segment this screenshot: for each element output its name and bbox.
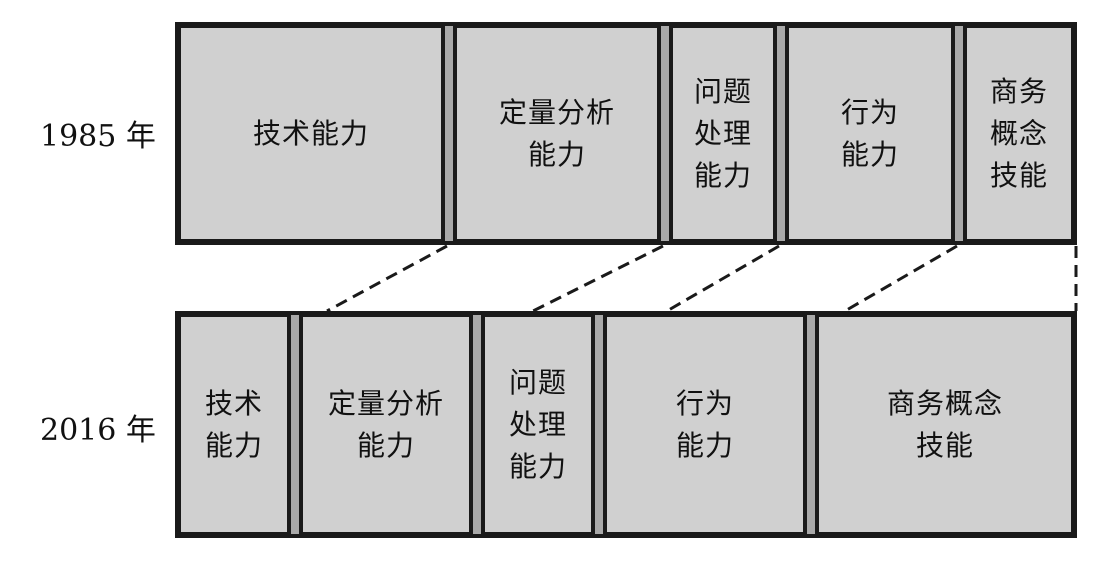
block-2016-problem-solving-label: 问题 处理 能力 — [508, 365, 567, 483]
connector-technical — [326, 244, 448, 313]
row-label-2016: 2016 年 — [40, 413, 156, 448]
block-2016-technical-label: 技术 能力 — [204, 386, 263, 462]
divider-2016-2 — [471, 315, 483, 534]
block-1985-quantitative: 定量分析 能力 — [455, 26, 659, 241]
row-label-1985: 1985 年 — [40, 119, 156, 154]
block-2016-quantitative: 定量分析 能力 — [301, 315, 471, 534]
bar-2016: 技术 能力 定量分析 能力 问题 处理 能力 行为 能力 商务概念 技能 — [175, 311, 1077, 538]
block-1985-quantitative-label: 定量分析 能力 — [498, 95, 615, 171]
block-2016-quantitative-label: 定量分析 能力 — [327, 386, 444, 462]
block-2016-technical: 技术 能力 — [179, 315, 289, 534]
divider-1985-1 — [443, 26, 455, 241]
block-1985-behavioral: 行为 能力 — [787, 26, 953, 241]
block-2016-behavioral: 行为 能力 — [605, 315, 805, 534]
block-2016-problem-solving: 问题 处理 能力 — [483, 315, 593, 534]
block-1985-behavioral-label: 行为 能力 — [840, 95, 899, 171]
connector-quantitative — [532, 244, 664, 313]
bar-1985-frame: 技术能力 定量分析 能力 问题 处理 能力 行为 能力 商务 概念 技能 — [179, 26, 1073, 241]
divider-1985-4 — [953, 26, 965, 241]
block-2016-behavioral-label: 行为 能力 — [675, 386, 734, 462]
bar-2016-frame: 技术 能力 定量分析 能力 问题 处理 能力 行为 能力 商务概念 技能 — [179, 315, 1073, 534]
block-1985-business-concept-label: 商务 概念 技能 — [989, 74, 1048, 192]
bar-1985: 技术能力 定量分析 能力 问题 处理 能力 行为 能力 商务 概念 技能 — [175, 22, 1077, 245]
block-2016-business-concept-label: 商务概念 技能 — [886, 386, 1003, 462]
block-1985-business-concept: 商务 概念 技能 — [965, 26, 1073, 241]
block-2016-business-concept: 商务概念 技能 — [817, 315, 1073, 534]
block-1985-technical: 技术能力 — [179, 26, 443, 241]
divider-2016-3 — [593, 315, 605, 534]
divider-1985-2 — [659, 26, 671, 241]
divider-2016-1 — [289, 315, 301, 534]
block-1985-problem-solving-label: 问题 处理 能力 — [693, 74, 752, 192]
block-1985-problem-solving: 问题 处理 能力 — [671, 26, 775, 241]
block-1985-technical-label: 技术能力 — [252, 116, 369, 150]
divider-2016-4 — [805, 315, 817, 534]
connector-behavioral — [844, 244, 958, 313]
connector-problem-solving — [666, 244, 780, 313]
divider-1985-3 — [775, 26, 787, 241]
